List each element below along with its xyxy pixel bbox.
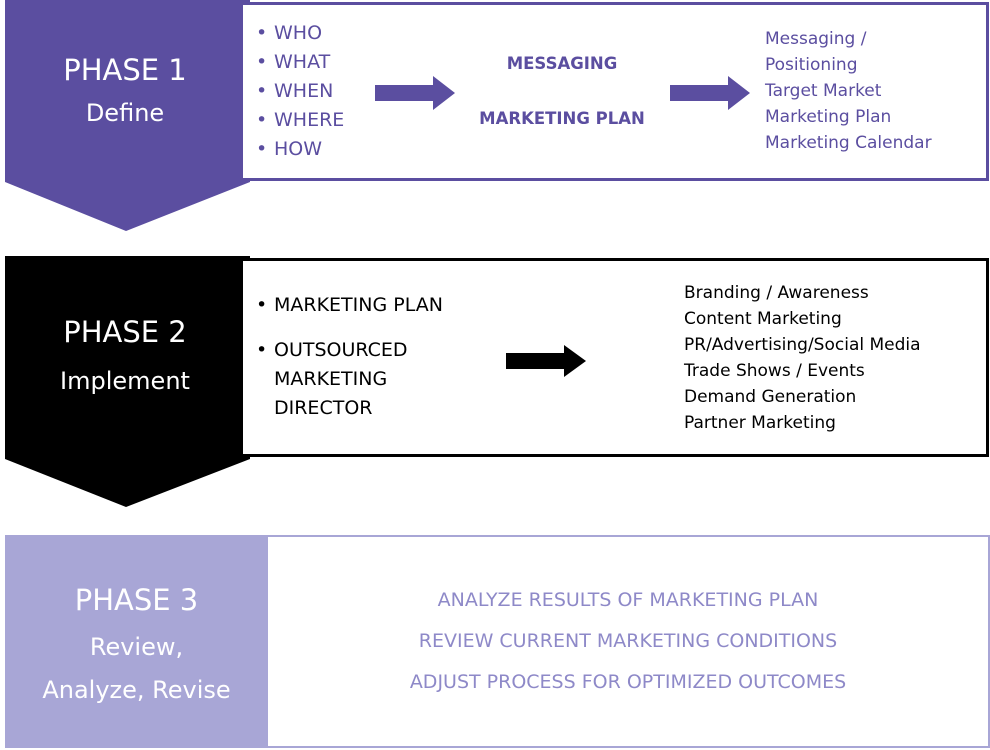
list-item: HOW <box>256 135 344 164</box>
list-item: WHAT <box>256 48 344 77</box>
phase1-bullet-list: WHO WHAT WHEN WHERE HOW <box>256 19 344 164</box>
list-item: WHERE <box>256 106 344 135</box>
phase3-item-list: ANALYZE RESULTS OF MARKETING PLAN REVIEW… <box>268 580 988 703</box>
list-item: Demand Generation <box>684 387 857 407</box>
list-item: Marketing Calendar <box>765 133 932 153</box>
list-item: Marketing Plan <box>765 107 892 127</box>
phase2-label: PHASE 2 Implement <box>5 314 245 398</box>
phase1-content-box <box>240 2 989 181</box>
phase2-output-list: Branding / Awareness Content Marketing P… <box>684 280 921 436</box>
list-item: Trade Shows / Events <box>684 361 865 381</box>
phase2-subtitle: Implement <box>60 367 190 395</box>
phase3-subtitle: Review, Analyze, Revise <box>5 626 268 712</box>
list-item: PR/Advertising/Social Media <box>684 335 921 355</box>
phase2-chevron <box>5 256 250 507</box>
phase3-label: PHASE 3 Review, Analyze, Revise <box>5 582 268 712</box>
phase1-subtitle: Define <box>85 99 165 127</box>
phase2-arrow-right-icon <box>506 345 586 377</box>
list-item: ADJUST PROCESS FOR OPTIMIZED OUTCOMES <box>409 671 847 693</box>
phase2-bullet-list: MARKETING PLAN OUTSOURCED MARKETING DIRE… <box>256 291 476 423</box>
list-item: REVIEW CURRENT MARKETING CONDITIONS <box>418 630 838 652</box>
phase3-title: PHASE 3 <box>74 583 199 617</box>
phase1-arrow-right-icon-2 <box>670 76 750 110</box>
list-item: Partner Marketing <box>684 413 836 433</box>
list-item: Positioning <box>765 55 858 75</box>
phase3-subtitle-line: Review, <box>89 633 184 661</box>
list-item: WHEN <box>256 77 344 106</box>
phase2-title: PHASE 2 <box>63 315 187 349</box>
phase3-subtitle-line: Analyze, Revise <box>42 676 231 704</box>
list-item: ANALYZE RESULTS OF MARKETING PLAN <box>437 589 819 611</box>
phase1-chevron <box>5 0 250 231</box>
list-item: Branding / Awareness <box>684 283 869 303</box>
phase1-label: PHASE 1 Define <box>5 52 245 130</box>
phase3-content-box <box>268 537 988 746</box>
list-item: Messaging / <box>765 29 867 49</box>
list-item: Target Market <box>765 81 882 101</box>
phase1-marketing-plan-label: MARKETING PLAN <box>479 109 645 128</box>
list-item: Content Marketing <box>684 309 842 329</box>
phase1-title: PHASE 1 <box>63 53 187 87</box>
phase1-arrow-right-icon <box>375 76 455 110</box>
list-item: MARKETING PLAN <box>256 291 476 320</box>
list-item: OUTSOURCED MARKETING DIRECTOR <box>256 336 476 423</box>
phase1-output-list: Messaging / Positioning Target Market Ma… <box>765 26 932 156</box>
phase1-messaging-label: MESSAGING <box>506 54 618 73</box>
list-item: WHO <box>256 19 344 48</box>
